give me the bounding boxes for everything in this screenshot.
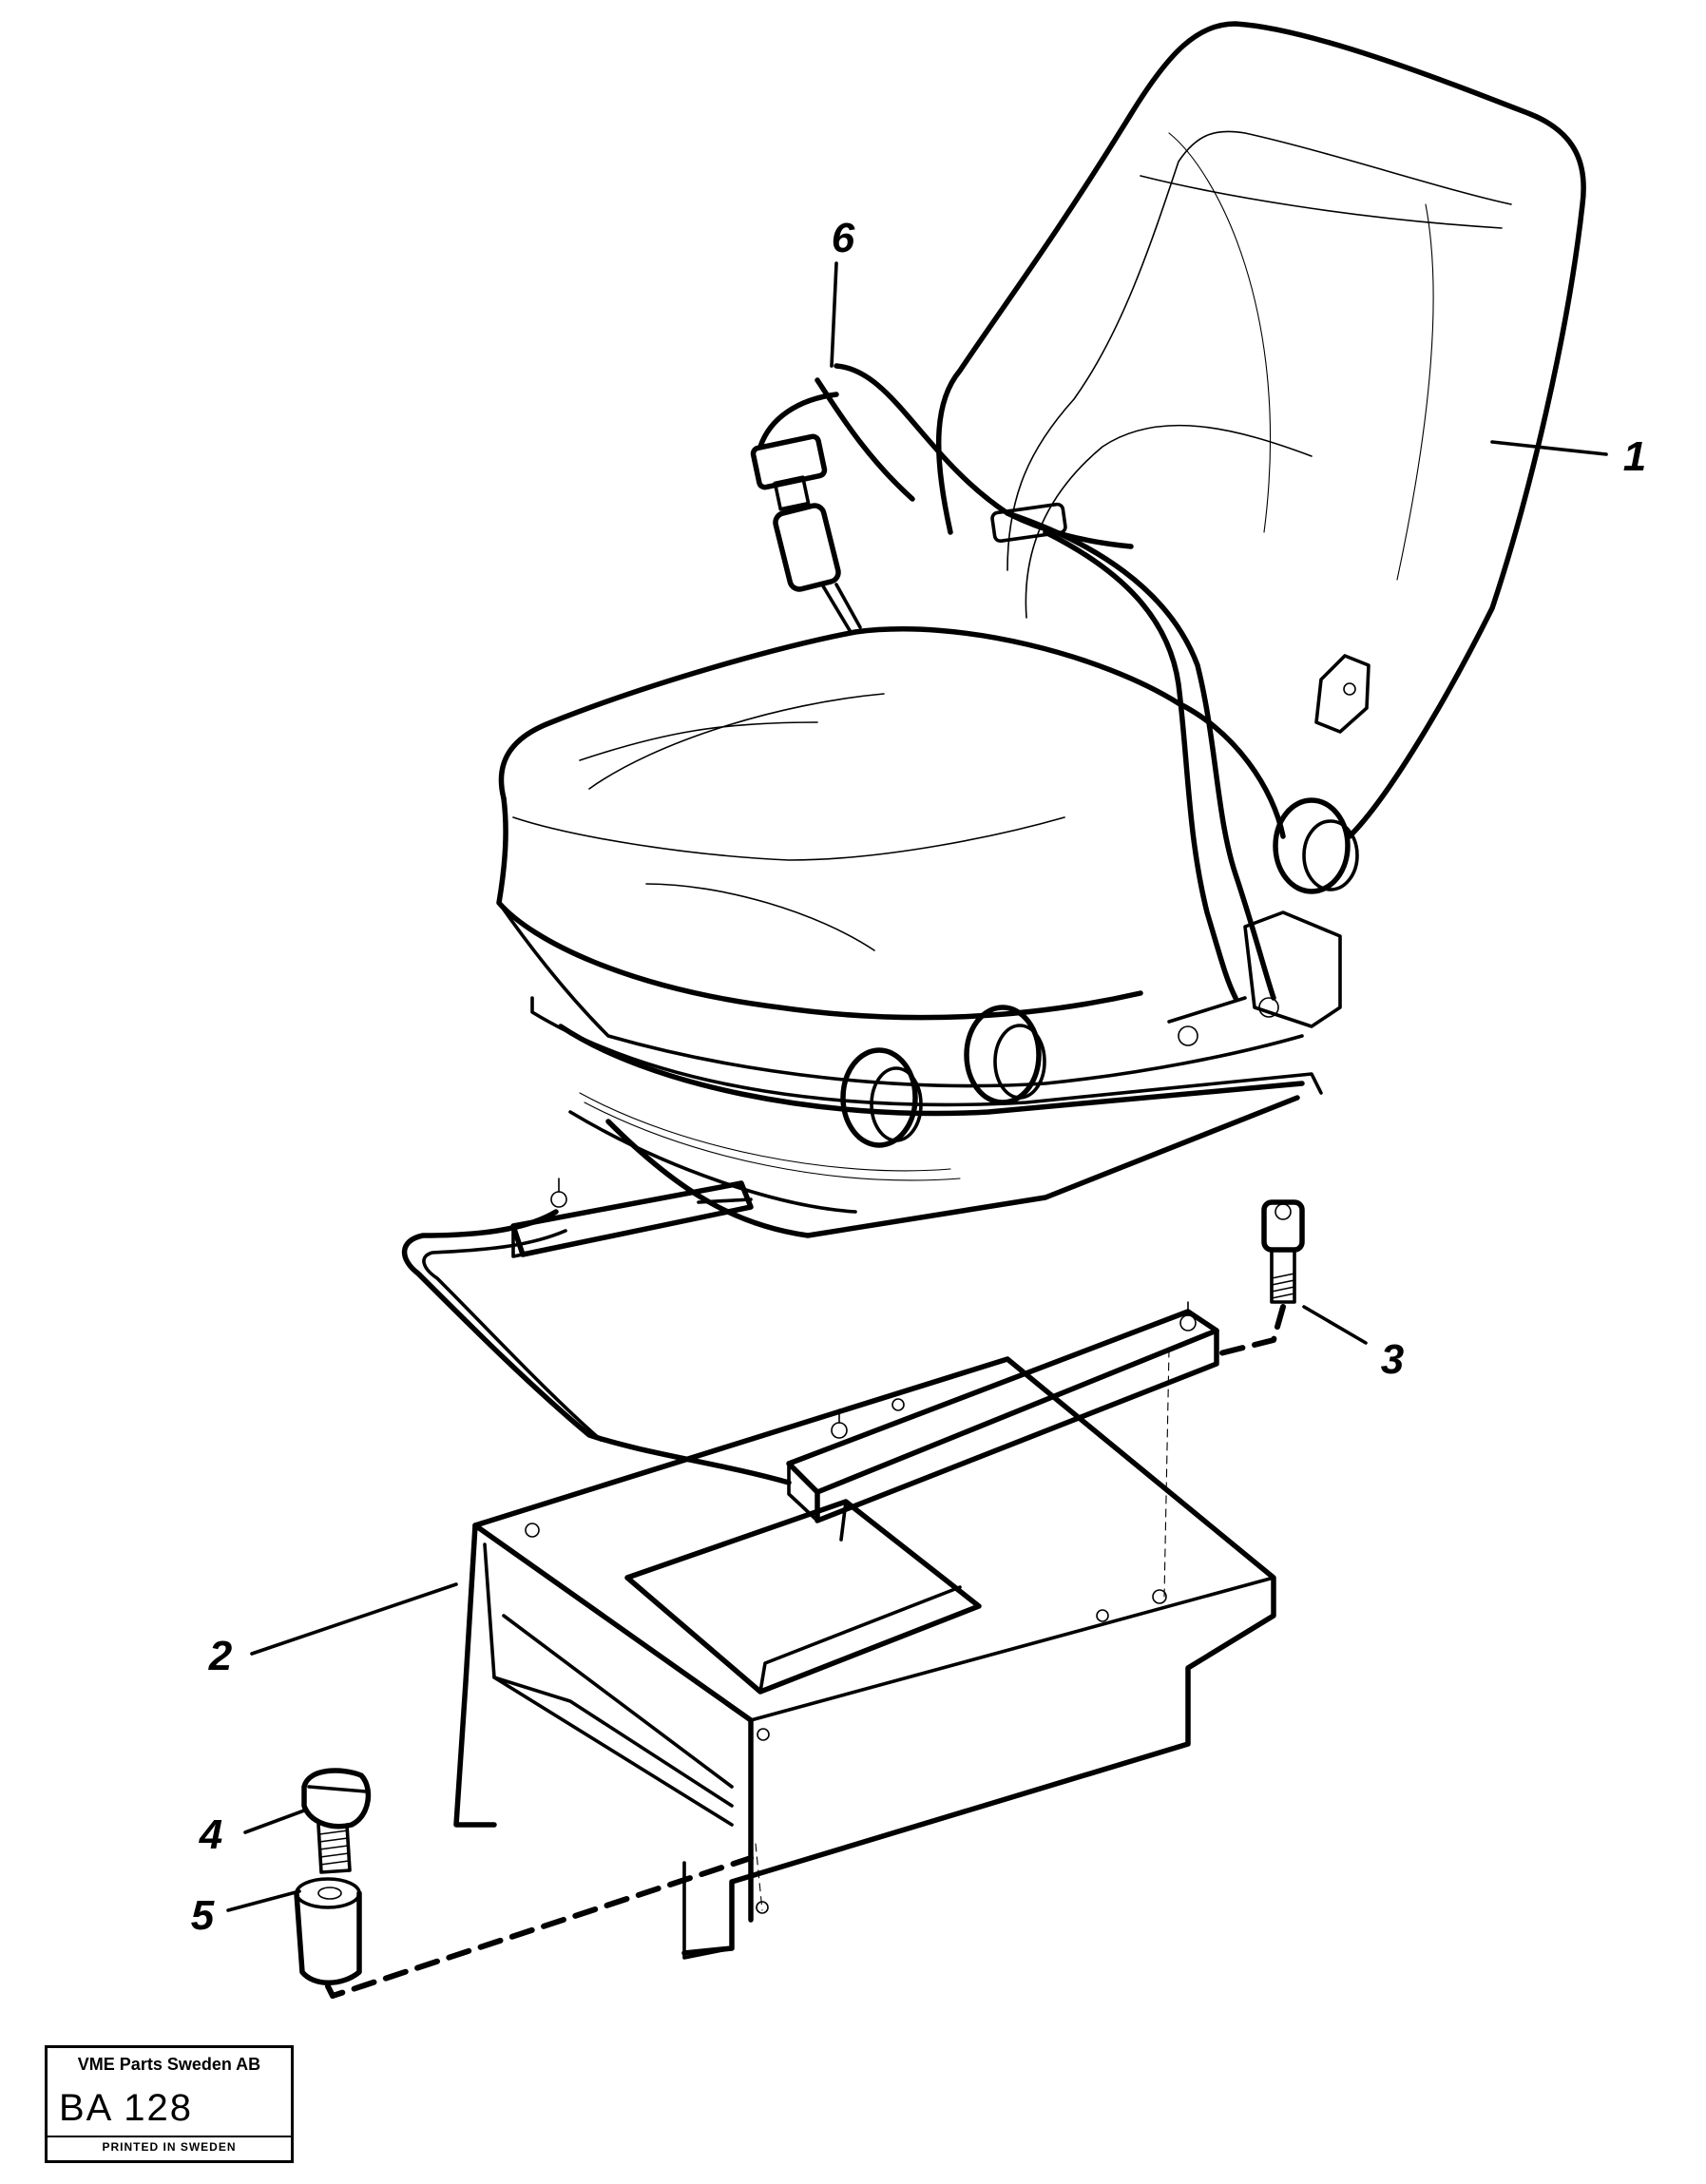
stamp-company: VME Parts Sweden AB bbox=[77, 2055, 261, 2074]
adjust-handle-bar bbox=[401, 1209, 792, 1485]
title-stamp: VME Parts Sweden AB BA 128 PRINTED IN SW… bbox=[45, 2045, 294, 2163]
callout-1: 1 bbox=[1623, 433, 1646, 480]
callout-4: 4 bbox=[199, 1811, 222, 1858]
stamp-printed: PRINTED IN SWEDEN bbox=[48, 2136, 291, 2156]
stamp-code: BA 128 bbox=[59, 2087, 194, 2129]
leader-6 bbox=[830, 261, 838, 368]
adjust-knob-front-left bbox=[840, 1047, 923, 1148]
spacer-sleeve bbox=[294, 1877, 362, 1985]
callout-2: 2 bbox=[208, 1633, 233, 1679]
slide-rail-front bbox=[786, 1301, 1219, 1523]
seat-base-frame bbox=[530, 797, 1359, 1238]
adjust-knob-front-right bbox=[964, 1005, 1046, 1105]
mount-bolt bbox=[301, 1768, 372, 1874]
rail-bolt bbox=[1261, 1199, 1305, 1304]
callout-3: 3 bbox=[1381, 1336, 1404, 1383]
seat-backrest bbox=[935, 21, 1586, 839]
sleeve-5-assembly-line bbox=[325, 1855, 754, 1999]
callout-5: 5 bbox=[191, 1892, 215, 1939]
leader-3 bbox=[1302, 1305, 1368, 1345]
leader-1 bbox=[1490, 440, 1608, 456]
leader-4 bbox=[243, 1809, 306, 1834]
bolt-3-assembly-line bbox=[1214, 1304, 1286, 1357]
box-hole-axis bbox=[755, 1843, 763, 1911]
leader-2 bbox=[250, 1582, 458, 1656]
callout-6: 6 bbox=[832, 215, 855, 261]
adjust-knob-side bbox=[1273, 797, 1359, 894]
seat-box bbox=[453, 1356, 1276, 1960]
seat-belt bbox=[750, 363, 1276, 1001]
seat-cushion bbox=[496, 626, 1304, 1088]
leader-5 bbox=[226, 1889, 301, 1912]
rail-hole-axis bbox=[1163, 1349, 1170, 1598]
